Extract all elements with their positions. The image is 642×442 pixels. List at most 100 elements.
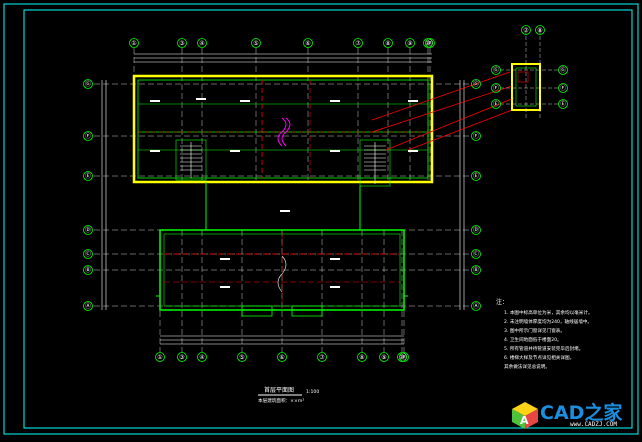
axis-top-label: ④: [199, 40, 204, 47]
logo-url: www.CADZJ.COM: [570, 421, 617, 428]
axis-left-label: Ⓓ: [85, 226, 91, 234]
dimension-lines: [101, 53, 465, 345]
detail-left-label: Ⓖ: [493, 66, 499, 74]
axis-bottom-bubble: [155, 352, 165, 362]
axis-left-bubble: [83, 79, 93, 89]
axis-right-label: Ⓔ: [473, 172, 479, 180]
axis-left-label: Ⓑ: [85, 266, 91, 274]
axis-left-bubble: [83, 265, 93, 275]
axis-right-bubble: [471, 225, 481, 235]
detail-leader-lines: [371, 71, 515, 151]
axis-top-bubble: [303, 38, 313, 48]
axis-left-bubble: [83, 131, 93, 141]
axis-left-bubble: [83, 249, 93, 259]
axis-top-bubble: [383, 38, 393, 48]
axis-right-bubble: [471, 131, 481, 141]
axis-bottom-bubble: [277, 352, 287, 362]
axis-bottom-label: ⑩: [399, 354, 404, 361]
axis-top-label: ⑨: [407, 40, 412, 47]
axis-top-label: ⑥: [305, 40, 310, 47]
axis-top-bubble: [353, 38, 363, 48]
axis-right-bubble: [471, 79, 481, 89]
axis-bottom-label: ⑦: [319, 354, 325, 361]
outer-frame: [3, 3, 639, 435]
title-main: 首层平面图: [264, 386, 294, 394]
magenta-arrow-marks: [277, 117, 291, 293]
notes-block: 注： 1. 本图中标高单位为米，其余均以毫米计。 2. 未注明墙体厚度均为240…: [496, 298, 593, 370]
note-line: 6. 楼梯大样及节点详见相关详图。: [504, 354, 574, 361]
axis-top-bubble: [129, 38, 139, 48]
axis-top-label: ⑦: [355, 40, 361, 47]
axis-bottom-label: ①: [157, 354, 162, 361]
note-line: 5. 所有管道井待管道安装完毕后封堵。: [504, 345, 583, 352]
axis-top-label: ①: [131, 40, 136, 47]
note-line: 1. 本图中标高单位为米，其余均以毫米计。: [504, 309, 593, 316]
corridor: [205, 182, 361, 230]
axis-right-label: Ⓑ: [473, 266, 479, 274]
axis-bottom-label: ④: [199, 354, 204, 361]
axis-bottom-bubble: [237, 352, 247, 362]
inner-frame: [23, 9, 633, 429]
detail-top-label: ⑦: [523, 27, 529, 34]
cad-logo: A CAD之家 www.CADZJ.COM: [510, 396, 640, 436]
note-line: 4. 卫生间地面低于楼面20。: [504, 336, 562, 343]
notes-heading: 注：: [496, 298, 508, 306]
axis-bottom-bubble: [397, 352, 407, 362]
axis-right-label: Ⓖ: [473, 80, 479, 88]
axis-bottom-bubble: [399, 352, 409, 362]
axis-top-bubble: [197, 38, 207, 48]
axis-left-label: Ⓐ: [85, 302, 91, 310]
axis-bottom-bubble: [379, 352, 389, 362]
detail-left-label: Ⓕ: [493, 84, 499, 92]
axis-bottom-label: ⑥: [279, 354, 284, 361]
axis-right-bubble: [471, 301, 481, 311]
axis-right-label: Ⓓ: [473, 226, 479, 234]
logo-cube-icon: A: [512, 402, 538, 429]
note-line: 其余做法详见总说明。: [504, 363, 550, 370]
axis-left-bubble: [83, 225, 93, 235]
axis-bottom-label: ⑨: [381, 354, 386, 361]
detail-left-bubble: [491, 65, 501, 75]
axis-bottom-label: ③: [179, 354, 184, 361]
axis-left-label: Ⓕ: [85, 132, 91, 140]
axis-right-bubble: [471, 171, 481, 181]
detail-right-bubble: [558, 99, 568, 109]
detail-left-bubble: [491, 83, 501, 93]
upper-block: [132, 74, 434, 184]
axis-top-bubble: [423, 38, 433, 48]
detail-right-bubble: [558, 65, 568, 75]
axis-top-label: ③: [179, 40, 184, 47]
axis-left-label: Ⓖ: [85, 80, 91, 88]
axis-right-bubble: [471, 265, 481, 275]
drawing-title: 首层平面图 本层建筑面积：××m² 1:100: [258, 386, 319, 404]
axis-top-bubble: [425, 38, 435, 48]
axis-bottom-bubble: [177, 352, 187, 362]
title-scale: 1:100: [306, 389, 319, 395]
detail-right-label: Ⓔ: [560, 100, 566, 108]
note-line: 3. 图中所示门窗详见门窗表。: [504, 327, 565, 334]
detail-right-label: Ⓕ: [560, 84, 566, 92]
detail-left-label: Ⓔ: [493, 100, 499, 108]
detail-top-bubble: [521, 25, 531, 35]
axis-top-bubble: [405, 38, 415, 48]
axis-left-label: Ⓒ: [85, 250, 91, 258]
axis-top-bubble: [177, 38, 187, 48]
detail-top-bubble: [535, 25, 545, 35]
axis-bottom-label: ⑤: [239, 354, 244, 361]
detail-right-label: Ⓖ: [560, 66, 566, 74]
axis-bottom-bubble: [357, 352, 367, 362]
axis-bottom-bubble: [197, 352, 207, 362]
lower-block: [156, 229, 408, 317]
axis-top-label: ⑧: [385, 40, 390, 47]
stair-core-right: [359, 139, 391, 187]
detail-top-label: ⑧: [537, 27, 542, 34]
logo-mark-letter: A: [520, 414, 529, 427]
note-line: 2. 未注明墙体厚度均为240，轴线居墙中。: [504, 318, 592, 325]
axis-bottom-label: ⑧: [359, 354, 364, 361]
axis-top-label: ⑪: [427, 39, 433, 47]
axis-bottom-label: ⑪: [401, 353, 407, 361]
axis-top-label: ⑩: [425, 40, 430, 47]
